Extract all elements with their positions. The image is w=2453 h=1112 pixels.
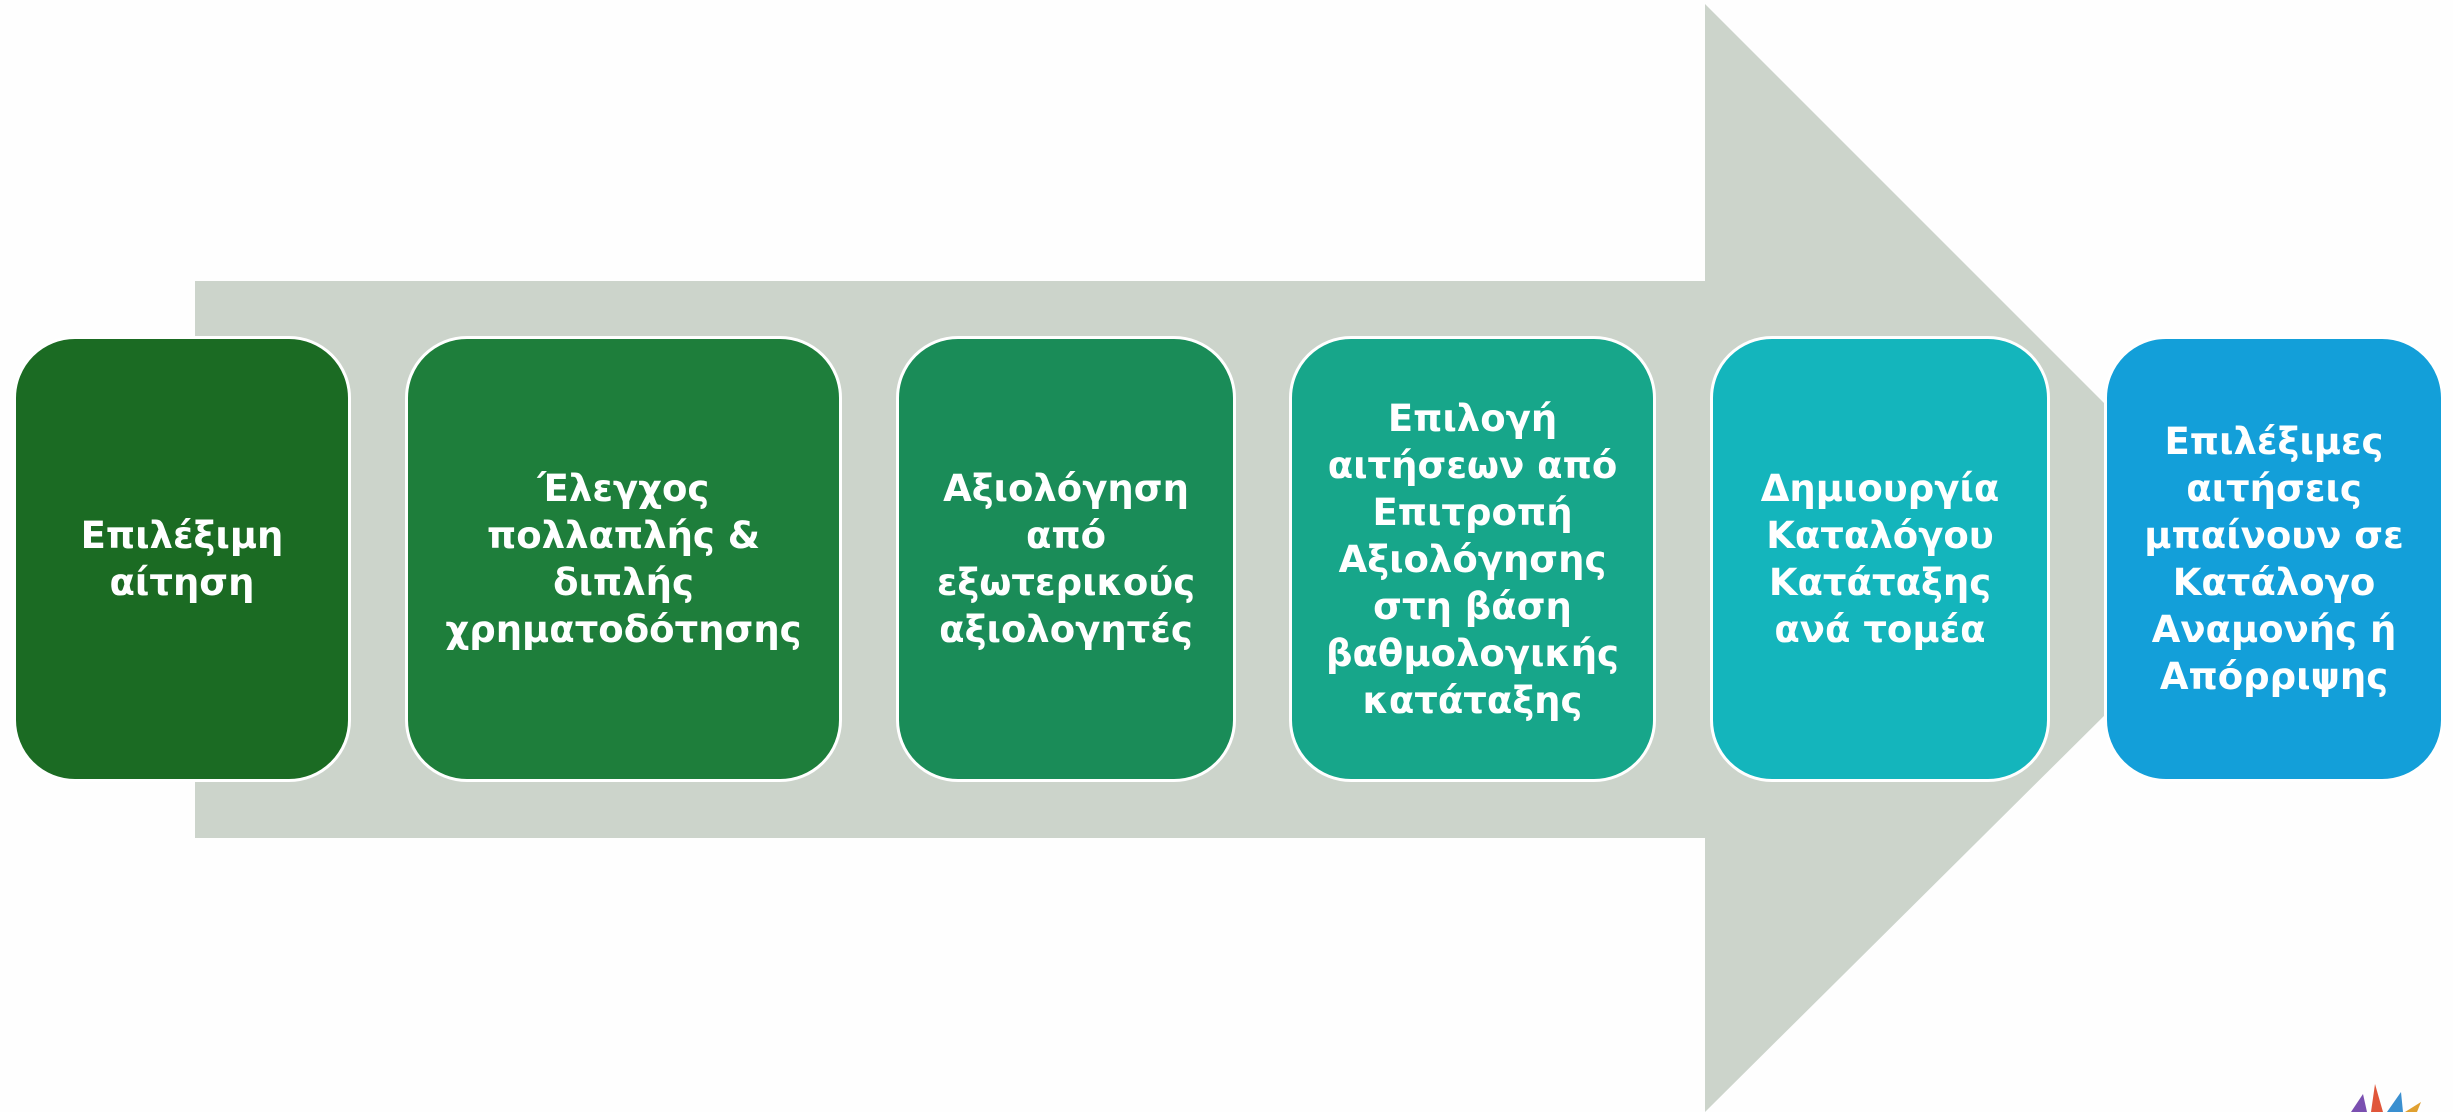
step-label: Δημιουργία Καταλόγου Κατάταξης ανά τομέα (1760, 467, 2000, 651)
step-eligible-application: Επιλέξιμη αίτηση (13, 336, 351, 782)
step-committee-selection: Επιλογή αιτήσεων από Επιτροπή Αξιολόγηση… (1289, 336, 1656, 782)
step-label: Έλεγχος πολλαπλής & διπλής χρηματοδότηση… (445, 467, 802, 651)
step-label: Αξιολόγηση από εξωτερικούς αξιολογητές (936, 467, 1196, 651)
logo-fragment-icon (2351, 1084, 2421, 1112)
step-waiting-list-or-rejection: Επιλέξιμες αιτήσεις μπαίνουν σε Κατάλογο… (2104, 336, 2444, 782)
step-external-evaluation: Αξιολόγηση από εξωτερικούς αξιολογητές (896, 336, 1236, 782)
step-label: Επιλέξιμη αίτηση (80, 514, 284, 604)
step-double-funding-check: Έλεγχος πολλαπλής & διπλής χρηματοδότηση… (405, 336, 842, 782)
step-label: Επιλογή αιτήσεων από Επιτροπή Αξιολόγηση… (1326, 396, 1619, 722)
step-label: Επιλέξιμες αιτήσεις μπαίνουν σε Κατάλογο… (2144, 420, 2404, 698)
step-ranking-list-creation: Δημιουργία Καταλόγου Κατάταξης ανά τομέα (1710, 336, 2050, 782)
